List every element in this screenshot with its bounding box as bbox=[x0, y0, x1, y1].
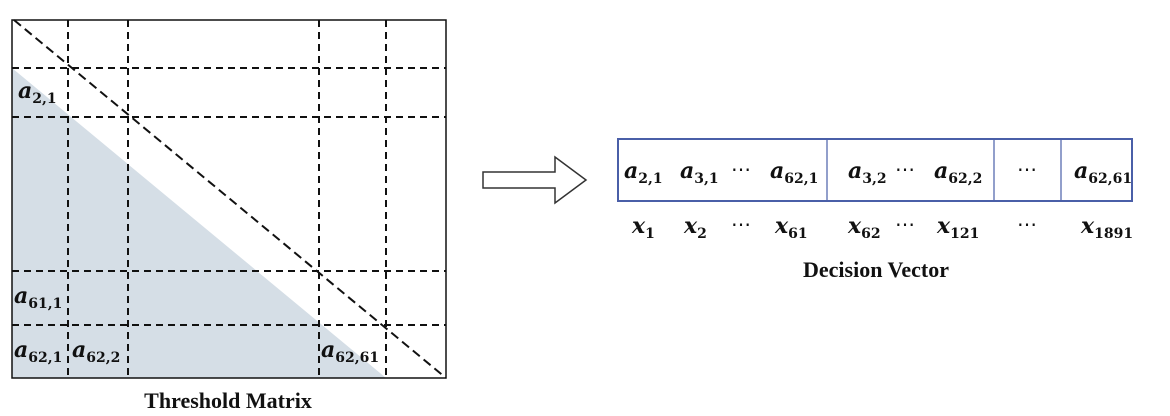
matrix-label: a62,61 bbox=[321, 337, 379, 366]
lower-triangle-shading bbox=[12, 68, 386, 378]
vector-cell-ellipsis: ⋯ bbox=[1017, 157, 1037, 181]
decision-vector: a2,1 a3,1 ⋯ a62,1 a3,2 ⋯ a62,2 ⋯ a62,61 bbox=[617, 138, 1133, 282]
vector-cell: a62,1 bbox=[770, 158, 818, 187]
vector-cell: a2,1 bbox=[624, 158, 663, 187]
vector-cell: a3,2 bbox=[848, 158, 887, 187]
matrix-label: a62,2 bbox=[72, 337, 120, 366]
vector-index-ellipsis: ⋯ bbox=[731, 212, 751, 236]
vector-index: x2 bbox=[683, 213, 707, 242]
vector-caption: Decision Vector bbox=[803, 257, 949, 282]
vector-index-ellipsis: ⋯ bbox=[895, 212, 915, 236]
matrix-label: a2,1 bbox=[18, 78, 57, 107]
vector-index: x1891 bbox=[1080, 213, 1133, 242]
vector-cell: a62,61 bbox=[1074, 158, 1132, 187]
threshold-matrix: a2,1 a61,1 a62,1 a62,2 a62,61 Threshold … bbox=[11, 19, 447, 413]
matrix-border bbox=[11, 19, 447, 379]
matrix-grid bbox=[12, 20, 446, 378]
vector-cell-ellipsis: ⋯ bbox=[895, 157, 915, 181]
matrix-label: a62,1 bbox=[14, 337, 62, 366]
vector-index: x121 bbox=[936, 213, 979, 242]
matrix-caption: Threshold Matrix bbox=[144, 388, 312, 413]
vector-index: x61 bbox=[774, 213, 808, 242]
vector-cell-ellipsis: ⋯ bbox=[731, 157, 751, 181]
matrix-labels: a2,1 a61,1 a62,1 a62,2 a62,61 bbox=[14, 78, 379, 366]
vector-indices: x1 x2 ⋯ x61 x62 ⋯ x121 ⋯ x1891 bbox=[631, 212, 1133, 242]
vector-index: x62 bbox=[847, 213, 881, 242]
vector-border bbox=[617, 138, 1133, 202]
vector-cell: a3,1 bbox=[680, 158, 719, 187]
right-arrow-icon bbox=[482, 155, 588, 205]
vector-index: x1 bbox=[631, 213, 655, 242]
matrix-label: a61,1 bbox=[14, 283, 62, 312]
vector-cell: a62,2 bbox=[934, 158, 982, 187]
matrix-diagonal bbox=[13, 19, 447, 379]
vector-cells: a2,1 a3,1 ⋯ a62,1 a3,2 ⋯ a62,2 ⋯ a62,61 bbox=[624, 157, 1132, 187]
vector-index-ellipsis: ⋯ bbox=[1017, 212, 1037, 236]
